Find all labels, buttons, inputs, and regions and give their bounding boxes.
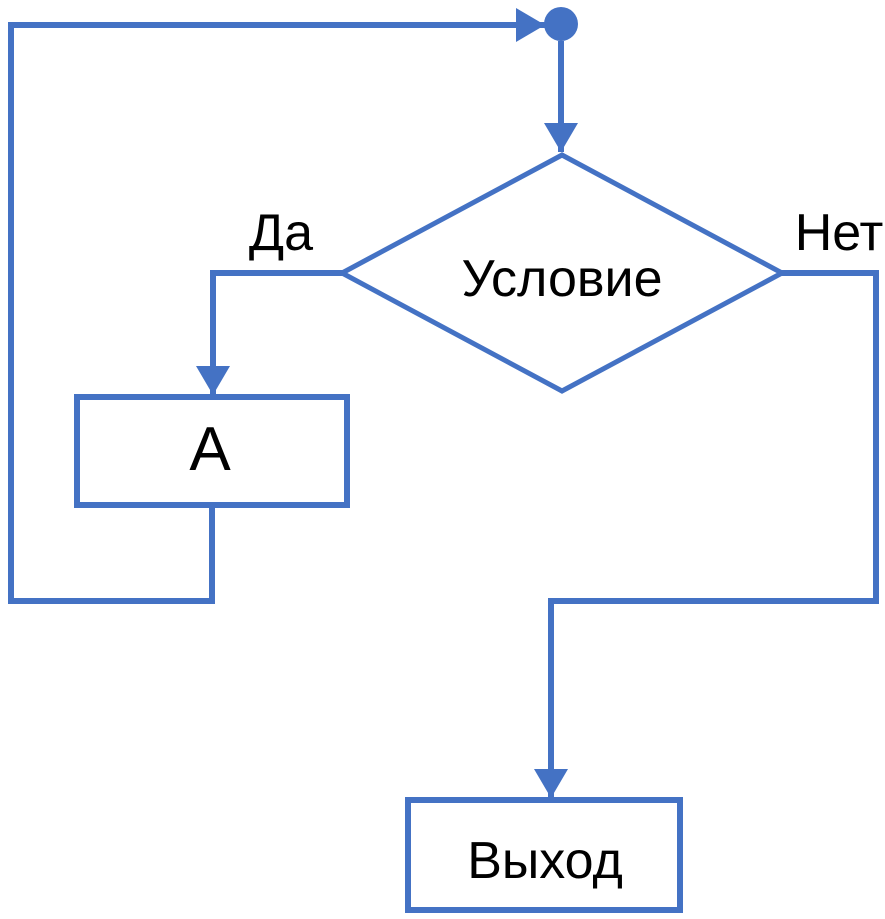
loop-back-connector xyxy=(8,8,545,604)
no-branch-label: Нет xyxy=(795,204,884,262)
decision-diamond xyxy=(336,152,788,394)
exit-box xyxy=(405,797,683,913)
decision-label: Условие xyxy=(462,250,663,308)
yes-branch-connector xyxy=(196,270,345,395)
exit-label: Выход xyxy=(467,832,623,890)
no-branch-connector xyxy=(534,270,879,798)
process-a-box xyxy=(74,394,350,508)
junction-dot xyxy=(544,7,578,41)
yes-branch-label: Да xyxy=(249,204,313,262)
process-a-label: А xyxy=(189,415,231,484)
